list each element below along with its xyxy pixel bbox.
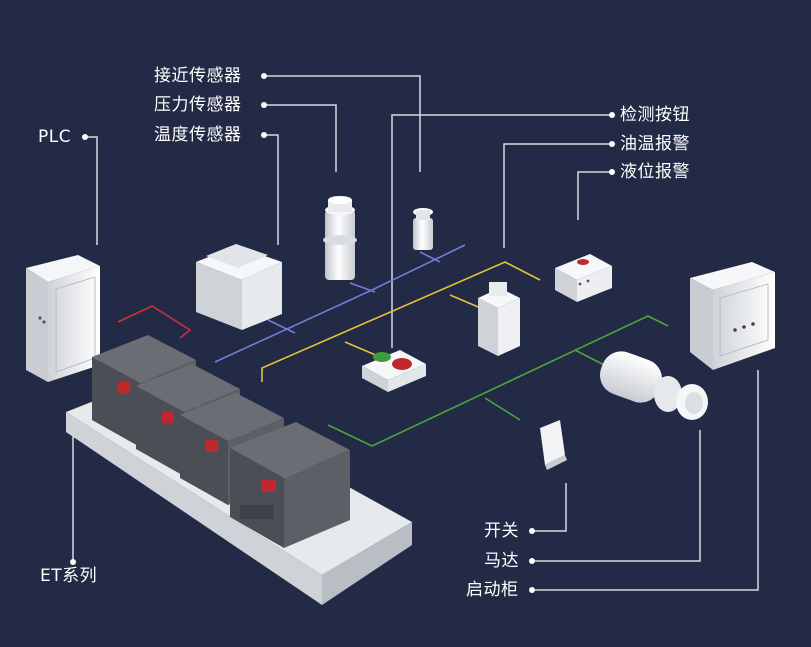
motor-device	[599, 351, 708, 420]
callout-lines	[72, 75, 759, 591]
callout-proximity-sensor	[266, 75, 421, 172]
callout-switch	[535, 483, 567, 532]
label-motor: 马达	[484, 551, 519, 571]
label-proximity-sensor: 接近传感器	[154, 66, 242, 86]
proximity-sensor-device	[413, 208, 433, 250]
starter-cabinet-device	[690, 262, 775, 370]
label-et-series: ET系列	[40, 566, 98, 586]
callout-motor	[535, 430, 701, 562]
label-oil-temp-alarm: 油温报警	[620, 134, 690, 154]
test-button-device	[362, 350, 426, 392]
et-module-4	[230, 422, 350, 548]
callout-starter-cabinet	[535, 370, 759, 591]
callout-plc	[88, 136, 98, 245]
label-temperature-sensor: 温度传感器	[154, 125, 242, 145]
et-series-assembly	[66, 335, 412, 605]
wire-blue	[214, 244, 466, 363]
pressure-sensor-device	[323, 196, 357, 280]
label-level-alarm: 液位报警	[620, 162, 690, 182]
label-switch: 开关	[484, 521, 519, 541]
callout-level-alarm	[577, 171, 610, 220]
label-plc: PLC	[38, 127, 72, 147]
oil-temp-alarm-device	[478, 282, 520, 356]
wire-green	[327, 315, 669, 447]
plc-cabinet	[26, 255, 100, 382]
label-test-button: 检测按钮	[620, 105, 690, 125]
callout-pressure-sensor	[266, 104, 337, 172]
level-alarm-device	[555, 254, 612, 302]
callout-test-button	[391, 114, 610, 348]
callout-oil-temp-alarm	[503, 143, 610, 248]
wire-yellow	[261, 261, 541, 382]
callout-temperature-sensor	[266, 134, 279, 245]
wire-network	[117, 244, 669, 447]
callout-dots	[70, 73, 615, 593]
label-starter-cabinet: 启动柜	[466, 580, 519, 600]
wire-red	[117, 305, 192, 339]
temperature-sensor-device	[196, 244, 282, 330]
label-pressure-sensor: 压力传感器	[154, 95, 242, 115]
switch-device	[540, 420, 567, 470]
